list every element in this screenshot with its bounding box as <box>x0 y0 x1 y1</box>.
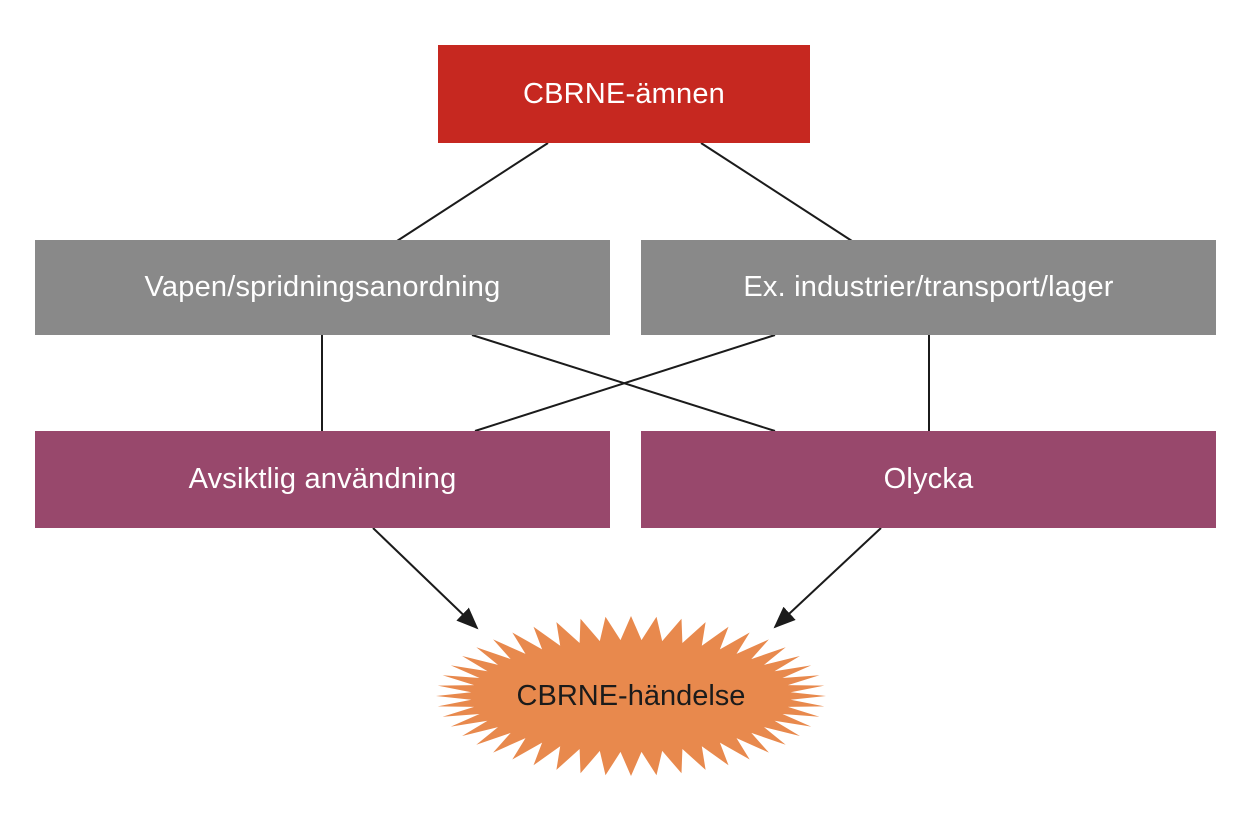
node-cbrne-event: CBRNE-händelse <box>431 617 831 775</box>
node-cbrne-event-label: CBRNE-händelse <box>516 679 746 712</box>
node-cbrne-substances-label: CBRNE-ämnen <box>522 77 726 110</box>
edge-substances-to-industry <box>700 142 853 242</box>
node-accident: Olycka <box>641 431 1216 528</box>
node-weapon-dispersal-label: Vapen/spridningsanordning <box>144 271 501 303</box>
node-cbrne-substances: CBRNE-ämnen <box>438 45 810 143</box>
edge-industry-to-intentional <box>474 334 776 432</box>
edge-intentional-to-event <box>372 527 479 630</box>
node-industry-transport-storage-label: Ex. industrier/transport/lager <box>743 271 1114 303</box>
starburst-shape <box>436 616 826 776</box>
node-intentional-use-label: Avsiktlig användning <box>188 463 457 495</box>
edge-substances-to-weapon <box>396 142 549 242</box>
node-weapon-dispersal: Vapen/spridningsanordning <box>35 240 610 335</box>
edge-accident-to-event <box>773 527 882 629</box>
node-industry-transport-storage: Ex. industrier/transport/lager <box>641 240 1216 335</box>
node-accident-label: Olycka <box>883 463 974 495</box>
node-intentional-use: Avsiktlig användning <box>35 431 610 528</box>
